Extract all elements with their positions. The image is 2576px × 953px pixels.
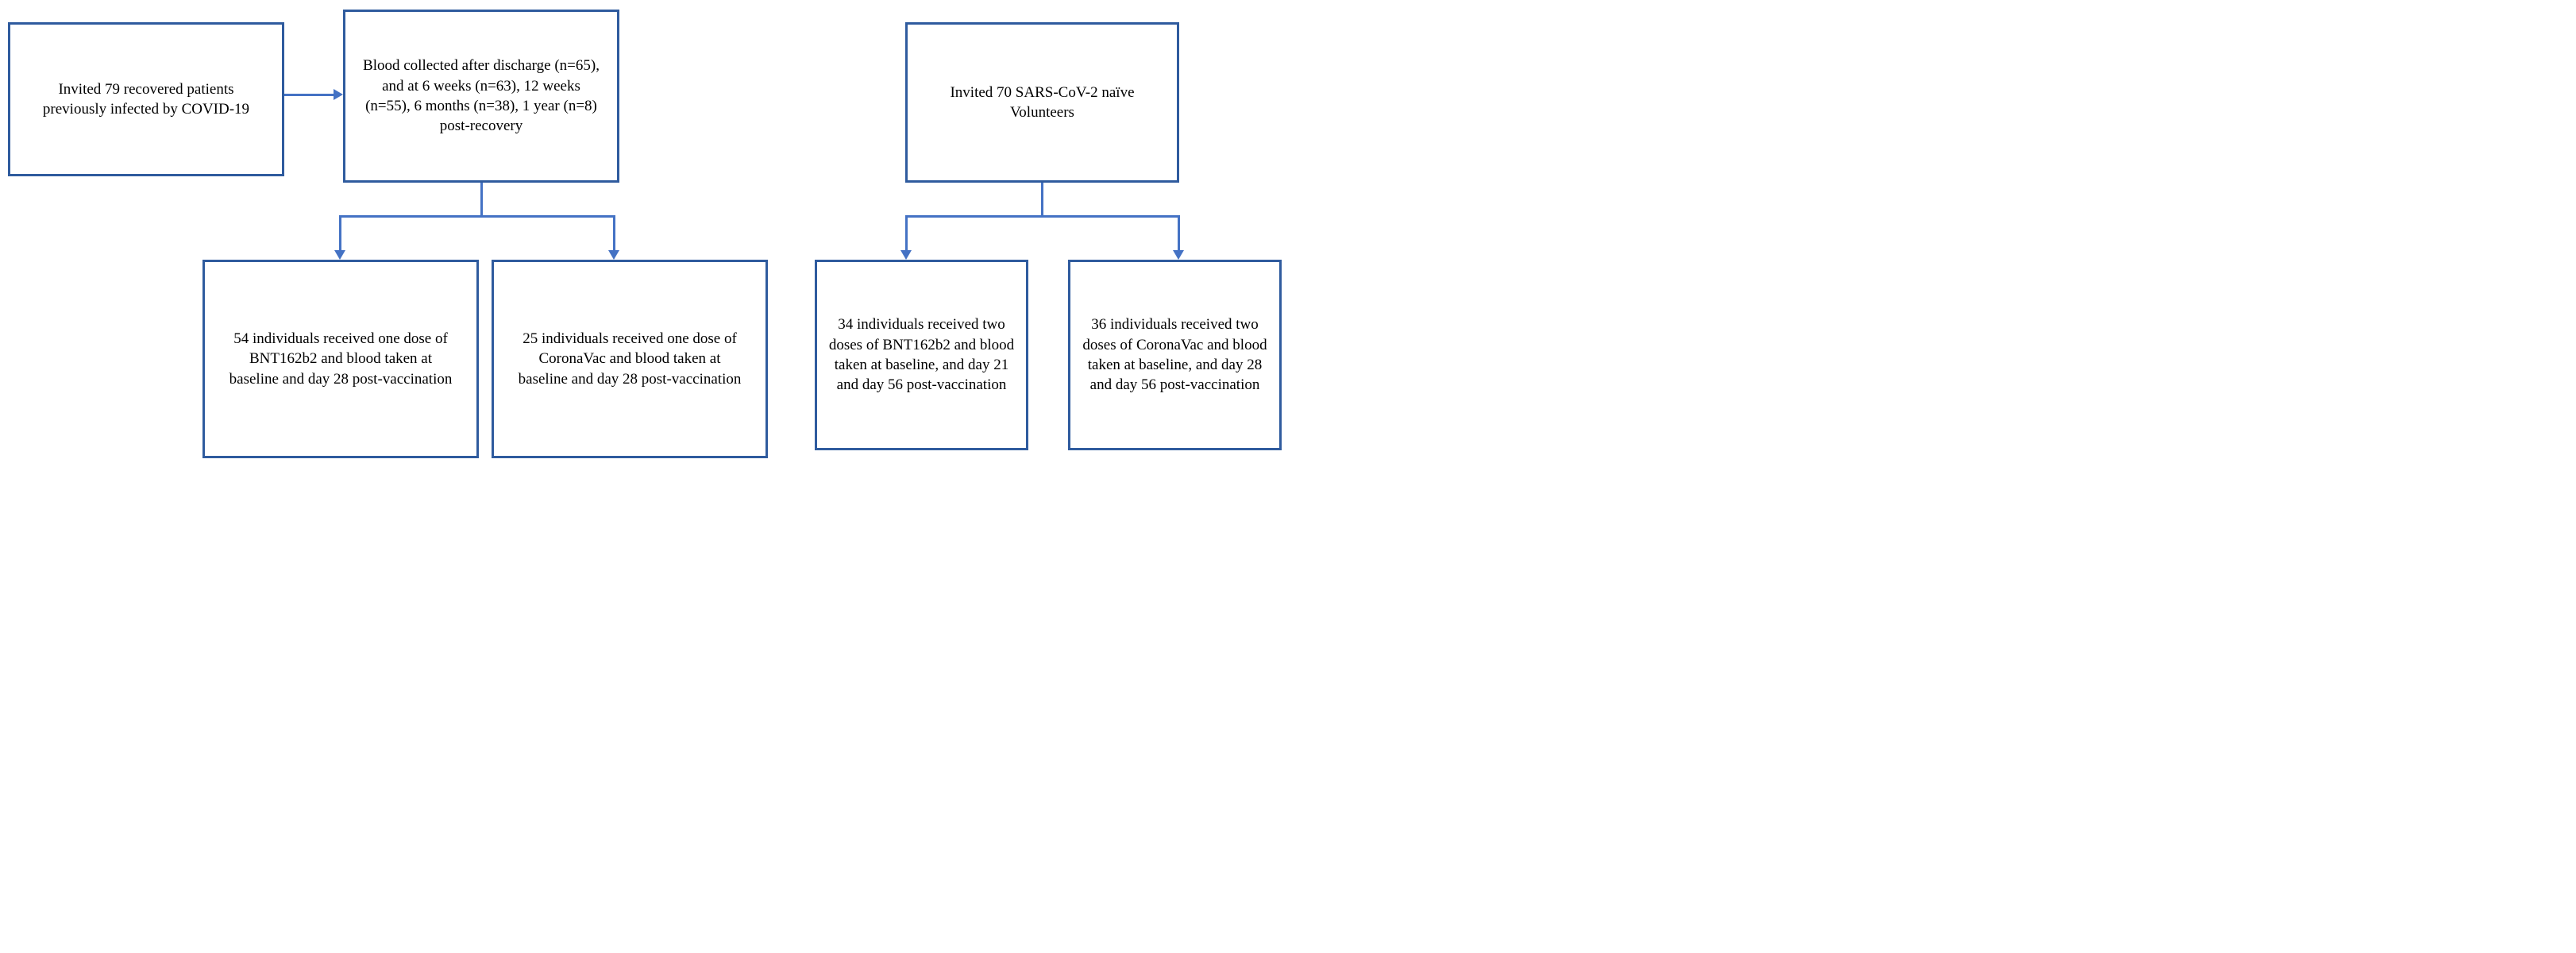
connector-blood-stem-line — [480, 183, 483, 218]
box-coronavac-two-doses-text: 36 individuals received two doses of Cor… — [1082, 316, 1267, 394]
box-bnt-one-dose-text: 54 individuals received one dose of BNT1… — [229, 330, 453, 388]
arrowhead-right-icon — [334, 89, 343, 100]
arrowhead-down-icon — [1173, 250, 1184, 260]
box-invited-recovered: Invited 79 recovered patients previously… — [8, 22, 284, 176]
connector-to-coronavac-two-doses-line — [1178, 215, 1180, 251]
box-bnt-two-doses-text: 34 individuals received two doses of BNT… — [828, 316, 1015, 394]
connector-naive-stem-line — [1041, 183, 1043, 218]
box-invited-naive: Invited 70 SARS-CoV-2 naïve Volunteers — [905, 22, 1179, 183]
box-bnt-two-doses: 34 individuals received two doses of BNT… — [815, 260, 1028, 450]
box-invited-naive-text: Invited 70 SARS-CoV-2 naïve Volunteers — [950, 83, 1135, 121]
connector-recovered-to-blood-line — [284, 94, 335, 96]
connector-to-bnt-two-doses-line — [905, 215, 908, 251]
box-blood-collected: Blood collected after discharge (n=65), … — [343, 10, 619, 183]
connector-naive-distributor-line — [905, 215, 1180, 218]
arrowhead-down-icon — [608, 250, 619, 260]
box-invited-recovered-text: Invited 79 recovered patients previously… — [42, 80, 250, 118]
connector-to-coronavac-one-dose-line — [613, 215, 615, 251]
box-coronavac-one-dose: 25 individuals received one dose of Coro… — [492, 260, 768, 458]
box-bnt-one-dose: 54 individuals received one dose of BNT1… — [202, 260, 479, 458]
arrowhead-down-icon — [334, 250, 345, 260]
arrowhead-down-icon — [900, 250, 912, 260]
box-coronavac-two-doses: 36 individuals received two doses of Cor… — [1068, 260, 1282, 450]
connector-to-bnt-one-dose-line — [339, 215, 341, 251]
box-blood-collected-text: Blood collected after discharge (n=65), … — [363, 57, 600, 135]
flowchart-canvas: Invited 79 recovered patients previously… — [0, 0, 1288, 476]
box-coronavac-one-dose-text: 25 individuals received one dose of Coro… — [518, 330, 742, 388]
connector-blood-distributor-line — [339, 215, 615, 218]
